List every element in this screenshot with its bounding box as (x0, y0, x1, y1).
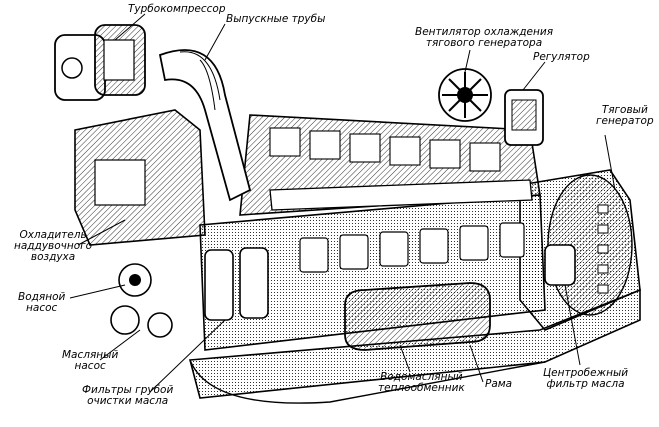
crankcase-doors (299, 222, 525, 273)
label-oil-pump-line-1: Масляный (62, 349, 119, 361)
label-fan-line-1: Вентилятор охлаждения (415, 26, 554, 38)
label-exhaust-pipes-line: Выпускные трубы (226, 13, 326, 25)
label-water-pump: Водяной насос (18, 292, 65, 314)
front-pumps (110, 263, 173, 338)
label-traction-generator: Тяговый генератор (596, 105, 654, 127)
leader-lines (69, 13, 616, 393)
label-centrifugal-filter: Центробежный фильтр масла (543, 368, 628, 390)
label-water-pump-line-1: Водяной (18, 291, 66, 303)
cylinder-heads (239, 114, 541, 216)
label-heat-exchanger: Водомасляный теплообменник (378, 372, 465, 394)
label-turbocompressor-line: Турбокомпрессор (128, 3, 226, 15)
label-turbocompressor: Турбокомпрессор (128, 4, 226, 15)
cooling-fan (438, 68, 492, 122)
label-coarse-oil-filters-line-2: очистки масла (87, 395, 169, 407)
oil-filters (204, 247, 269, 321)
heat-exchanger-tank (344, 282, 491, 351)
label-charge-air-cooler: Охладитель наддувочного воздуха (14, 230, 92, 263)
label-coarse-oil-filters: Фильтры грубой очистки масла (82, 385, 173, 407)
label-frame-line: Рама (485, 378, 513, 390)
exhaust-pipe (158, 49, 252, 202)
generator-vents (597, 204, 609, 294)
label-fan: Вентилятор охлаждения тягового генератор… (415, 27, 553, 49)
label-charge-air-cooler-line-1: Охладитель (19, 229, 87, 241)
label-heat-exchanger-line-1: Водомасляный (380, 371, 463, 383)
centrifugal-filter-unit (544, 244, 576, 286)
cooler-housing (74, 109, 206, 246)
label-exhaust-pipes: Выпускные трубы (226, 14, 325, 25)
label-oil-pump-line-2: насос (74, 360, 106, 372)
label-regulator-line: Регулятор (533, 51, 590, 63)
label-regulator: Регулятор (533, 52, 590, 63)
label-charge-air-cooler-line-2: наддувочного (14, 240, 93, 252)
label-heat-exchanger-line-2: теплообменник (378, 382, 465, 394)
turbocompressor-unit (54, 24, 146, 101)
regulator-unit (504, 89, 544, 146)
label-coarse-oil-filters-line-1: Фильтры грубой (82, 384, 174, 396)
label-charge-air-cooler-line-3: воздуха (30, 251, 76, 263)
label-water-pump-line-2: насос (26, 302, 58, 314)
label-traction-generator-line-1: Тяговый (601, 104, 648, 116)
label-frame: Рама (485, 379, 512, 390)
label-centrifugal-filter-line-2: фильтр масла (546, 378, 625, 390)
label-fan-line-2: тягового генератора (425, 37, 543, 49)
label-oil-pump: Масляный насос (62, 350, 118, 372)
label-centrifugal-filter-line-1: Центробежный (543, 367, 629, 379)
label-traction-generator-line-2: генератор (596, 115, 654, 127)
